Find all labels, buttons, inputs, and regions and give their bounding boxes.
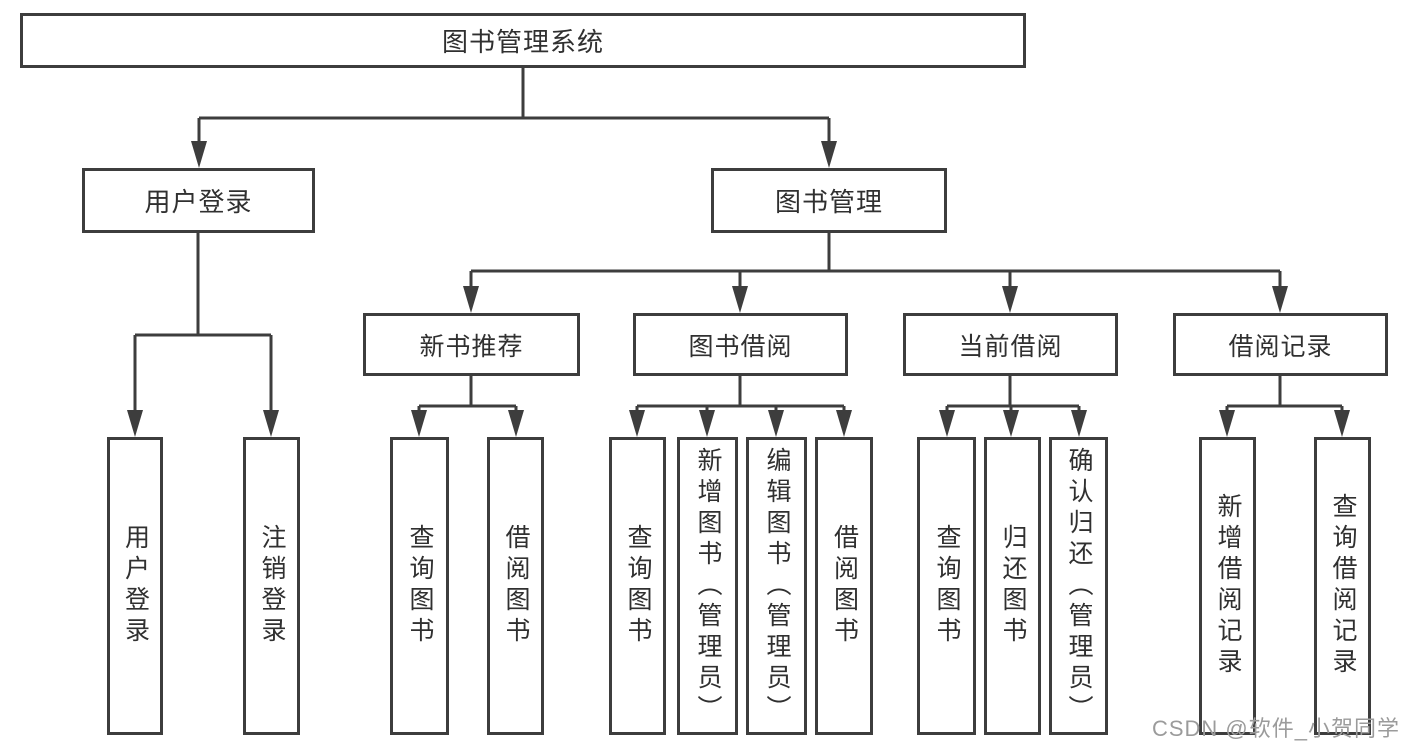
node-book-borrowing-label: 图书借阅: [688, 332, 793, 361]
node-br-add-record-label: 新增借阅记录: [1214, 493, 1242, 679]
node-borrowing-records-label: 借阅记录: [1228, 332, 1333, 361]
node-new-book-recommendation-label: 新书推荐: [419, 332, 524, 361]
node-bb-query-books-label: 查询图书: [624, 524, 652, 648]
node-bb-add-books-admin: 新增图书（管理员）: [677, 437, 738, 735]
node-book-management: 图书管理: [711, 168, 947, 233]
node-bb-edit-books-admin-label: 编辑图书（管理员）: [763, 446, 791, 726]
node-bb-borrow-books: 借阅图书: [815, 437, 873, 735]
node-user-login-leaf-label: 用户登录: [121, 524, 150, 648]
node-book-management-label: 图书管理: [774, 187, 883, 217]
node-borrowing-records: 借阅记录: [1173, 313, 1388, 376]
node-nbr-query-books: 查询图书: [390, 437, 449, 735]
node-user-login-leaf: 用户登录: [107, 437, 163, 735]
node-nbr-borrow-books: 借阅图书: [487, 437, 544, 735]
node-book-borrowing: 图书借阅: [633, 313, 848, 376]
node-cb-query-books-label: 查询图书: [933, 524, 961, 648]
node-cb-confirm-return-admin-label: 确认归还（管理员）: [1065, 446, 1093, 726]
node-nbr-borrow-books-label: 借阅图书: [502, 524, 530, 648]
node-cb-return-books: 归还图书: [984, 437, 1041, 735]
node-current-borrowing-label: 当前借阅: [958, 332, 1063, 361]
node-logout-leaf: 注销登录: [243, 437, 300, 735]
node-current-borrowing: 当前借阅: [903, 313, 1118, 376]
node-bb-query-books: 查询图书: [609, 437, 666, 735]
node-logout-leaf-label: 注销登录: [258, 524, 286, 648]
node-cb-confirm-return-admin: 确认归还（管理员）: [1049, 437, 1108, 735]
node-new-book-recommendation: 新书推荐: [363, 313, 580, 376]
node-nbr-query-books-label: 查询图书: [406, 524, 434, 648]
node-bb-borrow-books-label: 借阅图书: [830, 524, 859, 648]
node-cb-query-books: 查询图书: [917, 437, 976, 735]
node-cb-return-books-label: 归还图书: [999, 524, 1027, 648]
node-br-query-record-label: 查询借阅记录: [1329, 493, 1357, 679]
node-br-query-record: 查询借阅记录: [1314, 437, 1371, 735]
csdn-watermark: CSDN @软件_小贺同学: [1151, 716, 1400, 741]
node-user-login: 用户登录: [82, 168, 315, 233]
node-br-add-record: 新增借阅记录: [1199, 437, 1256, 735]
node-library-management-system: 图书管理系统: [20, 13, 1026, 68]
node-library-management-system-label: 图书管理系统: [441, 27, 604, 57]
node-bb-add-books-admin-label: 新增图书（管理员）: [694, 446, 722, 726]
node-bb-edit-books-admin: 编辑图书（管理员）: [746, 437, 807, 735]
node-user-login-label: 用户登录: [144, 187, 253, 217]
